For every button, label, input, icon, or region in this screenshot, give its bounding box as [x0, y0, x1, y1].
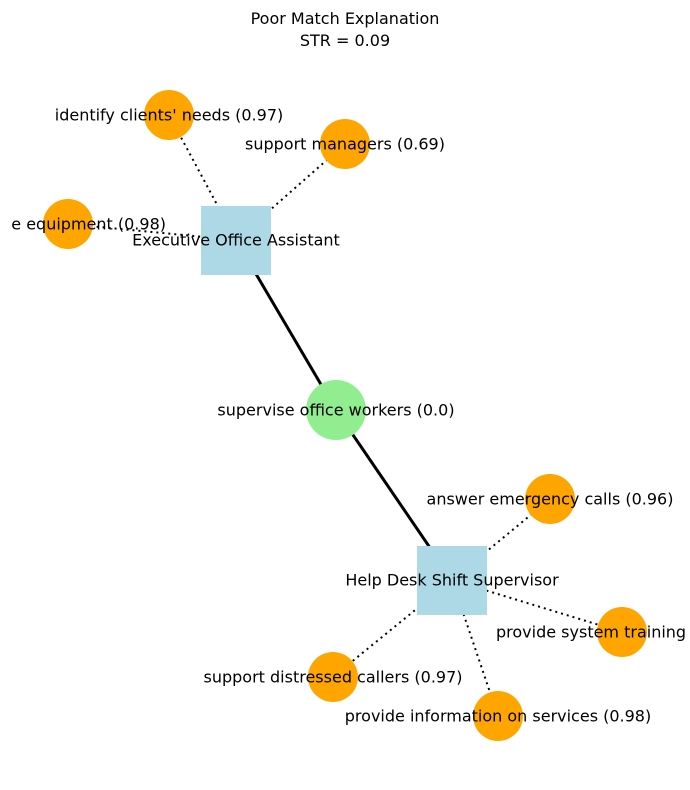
skill-label-identify-clients-needs: identify clients' needs (0.97) — [55, 106, 284, 125]
skill-node-answer-emergency-calls — [525, 474, 575, 524]
skill-node-support-distressed-callers — [308, 652, 358, 702]
shared-skill-label: supervise office workers (0.0) — [217, 401, 454, 420]
diagram-subtitle: STR = 0.09 — [299, 31, 391, 50]
nodes-layer — [43, 90, 647, 741]
job-node-help-desk-shift-supervisor — [417, 546, 487, 615]
skill-node-provide-information-on-services — [473, 691, 523, 741]
job-node-executive-office-assistant — [201, 206, 271, 275]
edge-use-equipment — [67, 223, 237, 241]
job-label-executive-office-assistant: Executive Office Assistant — [132, 231, 340, 250]
skill-label-provide-information-on-services: provide information on services (0.98) — [345, 707, 651, 726]
skill-label-use-equipment: e equipment (0.98) — [11, 215, 166, 234]
skill-node-provide-system-training — [597, 607, 647, 657]
skill-node-identify-clients-needs — [144, 90, 194, 140]
shared-skill-node — [306, 380, 366, 440]
skill-node-support-managers — [320, 119, 370, 169]
skill-label-support-distressed-callers: support distressed callers (0.97) — [204, 668, 463, 687]
skill-node-use-equipment — [43, 199, 93, 249]
diagram-title: Poor Match Explanation — [250, 9, 440, 28]
job-label-help-desk-shift-supervisor: Help Desk Shift Supervisor — [345, 571, 559, 590]
skill-label-support-managers: support managers (0.69) — [245, 135, 445, 154]
skill-label-answer-emergency-calls: answer emergency calls (0.96) — [427, 490, 674, 509]
skill-label-provide-system-training: provide system training — [496, 623, 686, 642]
